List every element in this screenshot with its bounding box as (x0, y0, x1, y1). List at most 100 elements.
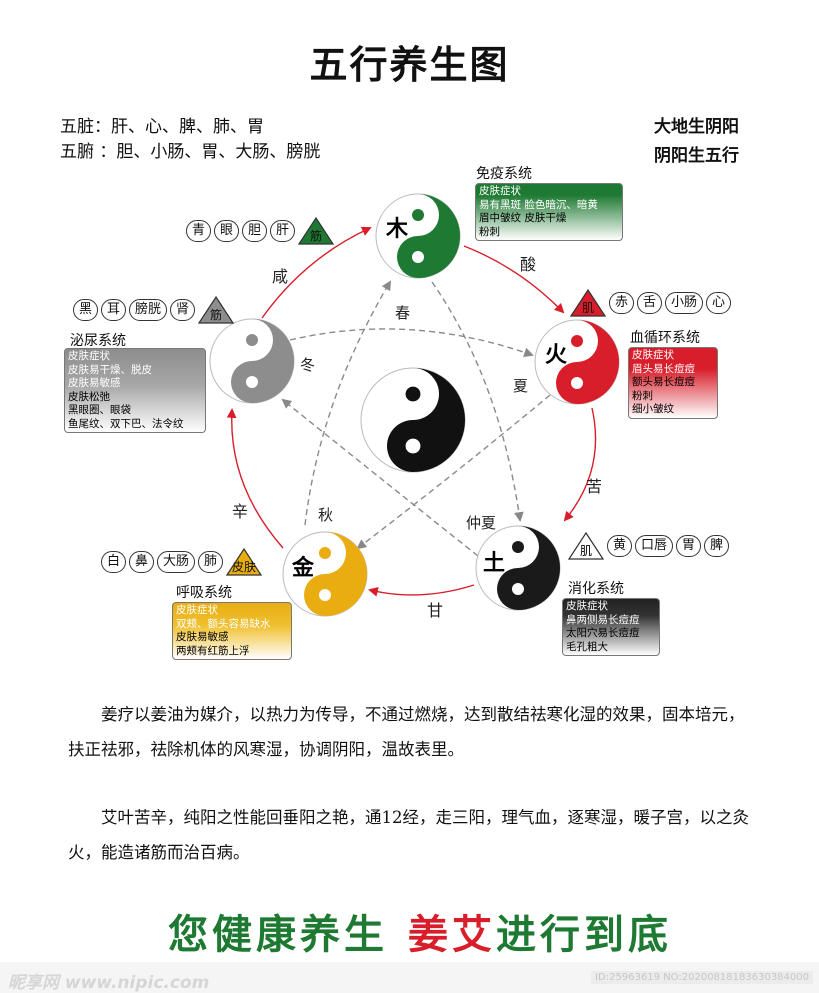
blood-system-box: 皮肤症状眉头易长痘痘额头易长痘痘粉刺细小皱纹 (628, 347, 718, 419)
tag-pill: 眼 (214, 220, 240, 242)
symptom-line: 粉刺 (479, 225, 500, 238)
flavor-sour: 酸 (520, 255, 536, 274)
tag-pill: 黄 (607, 535, 633, 557)
urinary-system-label: 泌尿系统 (70, 333, 126, 349)
tag-pill: 肺 (198, 551, 224, 573)
element-fire-char: 火 (545, 343, 567, 368)
symptom-line: 皮肤易敏感 (68, 377, 121, 389)
yinyang-wood (375, 193, 461, 279)
triangle-badge: 筋 (198, 296, 235, 324)
triangle-icon (198, 296, 235, 324)
tag-pill: 白 (101, 551, 127, 573)
flavor-bitter: 苦 (586, 477, 602, 496)
tag-pill: 青 (186, 220, 212, 242)
fu-organs: 五腑 ：胆、小肠、胃、大肠、膀胱 (60, 142, 321, 162)
flavor-pungent: 辛 (232, 502, 248, 521)
paragraph-ginger: 姜疗以姜油为媒介，以热力为传导，不通过燃烧，达到散结祛寒化湿的效果，固本培元，扶… (68, 705, 745, 759)
symptom-line: 鱼尾纹、双下巴、法令纹 (68, 417, 184, 430)
symptom-header: 皮肤症状 (479, 185, 521, 197)
dash-earth-water (281, 398, 479, 557)
triangle-label: 肌 (579, 544, 592, 558)
element-earth-char: 土 (483, 551, 505, 576)
triangle-badge: 肌 (570, 289, 606, 317)
tag-pill: 心 (706, 292, 732, 314)
triangle-icon (570, 289, 606, 317)
slogan-part2: 姜艾进行到底 (408, 902, 672, 960)
symptom-line: 两颊有红筋上浮 (176, 644, 250, 657)
tag-pill: 口唇 (635, 535, 674, 557)
yinyang-water (209, 318, 295, 404)
symptom-header: 皮肤症状 (566, 600, 608, 612)
arrow-wood-fire (463, 245, 565, 314)
immune-system-box: 皮肤症状易有黑斑 脸色暗沉、暗黄眉中皱纹 皮肤干燥粉刺 (475, 183, 623, 241)
symptom-line: 太阳穴易长痘痘 (566, 627, 640, 639)
digest-system-box: 皮肤症状鼻两侧易长痘痘太阳穴易长痘痘毛孔粗大 (562, 598, 660, 656)
breath-system-box: 皮肤症状双颊、额头容易缺水皮肤易敏感两颊有红筋上浮 (172, 602, 292, 660)
season-spring: 春 (395, 304, 410, 322)
footer-bar: 昵享网 www.nipic.com ID:25963619 NO:2020081… (0, 962, 819, 993)
tag-pill: 黑 (73, 299, 99, 321)
tag-pill: 赤 (609, 292, 635, 314)
season-winter: 冬 (300, 356, 315, 374)
slogan-part1: 您健康养生 (168, 902, 388, 960)
arrow-water-wood (261, 226, 372, 319)
symptom-line: 皮肤易敏感 (176, 631, 229, 643)
triangle-badge: 肌 (568, 532, 604, 560)
symptom-line: 额头易长痘痘 (632, 376, 695, 388)
watermark: 昵享网 www.nipic.com (8, 973, 210, 993)
element-metal-char: 金 (291, 555, 315, 581)
paragraph-moxa: 艾叶苦辛，纯阳之性能回垂阳之艳，通12经，走三阳，理气血，逐寒湿，暖子宫，以之灸… (68, 808, 749, 862)
tag-pill: 膀胱 (129, 299, 168, 321)
earth-tags: 肌黄口唇胃脾 (568, 532, 730, 560)
triangle-label: 皮肤 (232, 560, 257, 574)
symptom-header: 皮肤症状 (176, 604, 218, 616)
symptom-line: 眉头易长痘痘 (632, 362, 695, 375)
symptom-line: 毛孔粗大 (566, 640, 608, 653)
right-note-2: 阴阳生五行 (654, 146, 739, 166)
immune-system-label: 免疫系统 (476, 166, 532, 182)
arrow-metal-water (226, 408, 284, 549)
triangle-icon (226, 548, 263, 576)
yinyang-fire (534, 319, 620, 405)
symptom-line: 粉刺 (632, 389, 653, 402)
symptom-line: 鼻两侧易长痘痘 (566, 613, 640, 626)
yinyang-center (360, 367, 466, 473)
triangle-label: 筋 (210, 308, 223, 322)
wood-tags: 青眼胆肝筋 (186, 217, 335, 245)
tag-pill: 胆 (242, 220, 268, 242)
triangle-label: 筋 (310, 229, 323, 243)
dash-fire-metal (356, 394, 551, 550)
tag-pill: 耳 (101, 299, 127, 321)
water-tags: 黑耳膀胱肾筋 (73, 296, 235, 324)
tag-pill: 鼻 (129, 551, 155, 573)
urinary-system-box: 皮肤症状皮肤易干燥、脱皮皮肤易敏感皮肤松弛黑眼圈、眼袋鱼尾纹、双下巴、法令纹 (64, 348, 206, 433)
symptom-line: 眉中皱纹 皮肤干燥 (479, 212, 567, 224)
tag-pill: 大肠 (157, 551, 196, 573)
image-id: ID:25963619 NO:20200818183630384000 (591, 971, 813, 984)
slogan-part2b-text: 进行到底 (496, 911, 672, 958)
dash-water-fire (289, 328, 534, 358)
triangle-icon (298, 217, 335, 245)
blood-system-label: 血循环系统 (630, 330, 700, 346)
triangle-badge: 筋 (298, 217, 335, 245)
digest-system-label: 消化系统 (568, 581, 624, 597)
triangle-label: 肌 (581, 301, 594, 315)
dash-metal-wood (304, 280, 391, 526)
symptom-line: 双颊、额头容易缺水 (176, 617, 271, 630)
season-late-summer: 仲夏 (466, 514, 496, 532)
element-water-char: 水 (220, 343, 243, 368)
season-autumn: 秋 (318, 506, 333, 524)
dash-wood-earth (431, 281, 524, 522)
breath-system-label: 呼吸系统 (176, 585, 232, 601)
symptom-line: 黑眼圈、眼袋 (68, 404, 131, 416)
season-summer: 夏 (513, 377, 528, 395)
symptom-line: 皮肤易干燥、脱皮 (68, 363, 152, 376)
arrow-fire-earth (563, 407, 597, 522)
symptom-line: 细小皱纹 (632, 403, 674, 415)
tag-pill: 脾 (704, 535, 730, 557)
flavor-sweet: 甘 (427, 601, 443, 620)
tag-pill: 舌 (637, 292, 663, 314)
page-title: 五行养生图 (309, 43, 510, 87)
yinyang-earth (475, 525, 561, 611)
